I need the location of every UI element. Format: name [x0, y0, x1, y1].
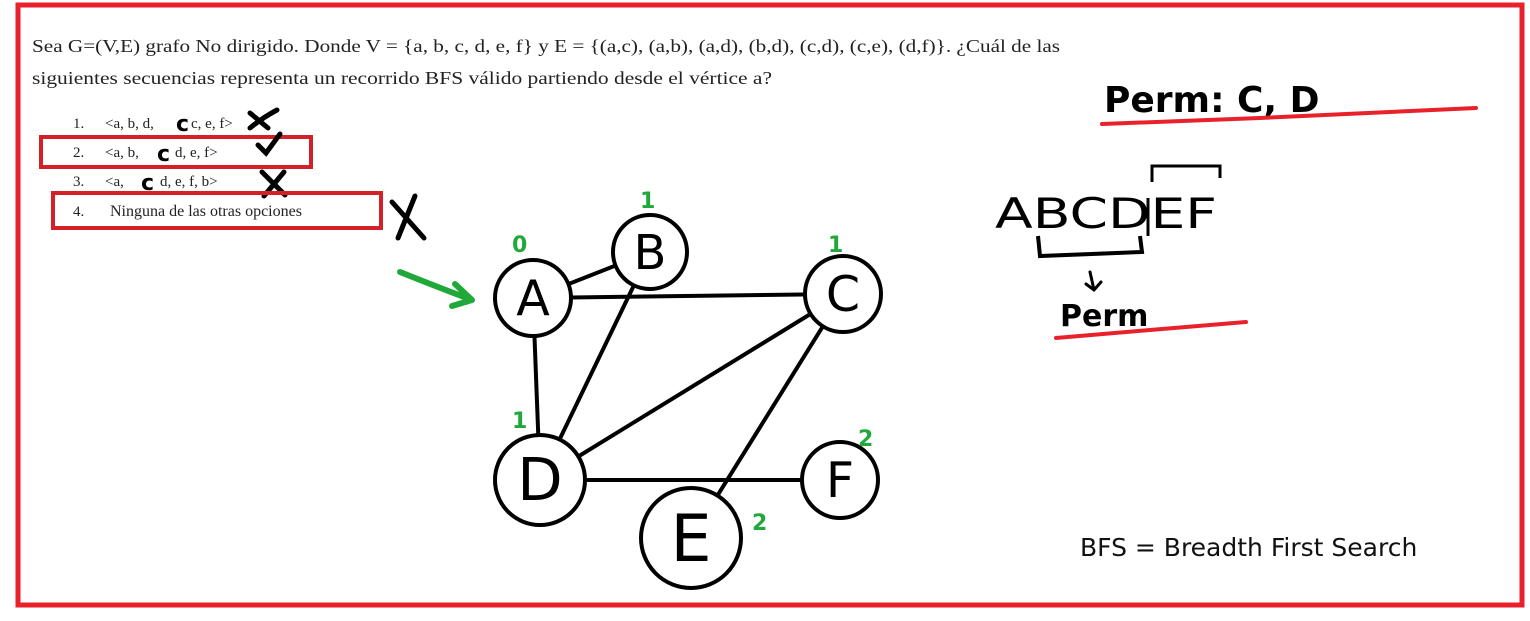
node-label: C [826, 266, 860, 323]
option-text: <a, [105, 174, 124, 190]
question-line-2: siguientes secuencias representa un reco… [32, 68, 772, 88]
node-label: F [826, 452, 854, 509]
outer-frame [15, 2, 1525, 608]
check-mark-icon [255, 131, 283, 157]
option-3: 3. <a, c d, e, f, b> [73, 169, 288, 199]
node-circle [493, 433, 587, 527]
option-2-highlight [39, 135, 313, 169]
bfs-level-label: 2 [752, 511, 767, 536]
ef-bracket [1150, 164, 1222, 182]
perm-top-underline [1100, 106, 1478, 126]
bfs-level-label: 1 [640, 189, 655, 214]
node-circle [800, 440, 880, 520]
bc-underline-bracket [1036, 235, 1145, 259]
perm-top-note: Perm: C, D [1104, 80, 1320, 121]
option-text: <a, b, d, [105, 116, 154, 132]
node-f: F2 [800, 427, 880, 520]
bfs-level-label: 2 [858, 427, 873, 452]
wrong-mark-icon [247, 107, 280, 131]
node-label: A [516, 270, 550, 327]
handwritten-c: c [176, 112, 189, 137]
node-d: D1 [493, 409, 587, 527]
edge-c-d [538, 292, 845, 482]
edge-a-c [532, 292, 844, 300]
perm-bottom-note: Perm [1060, 299, 1148, 334]
option-text: <a, b, [105, 145, 139, 161]
down-arrow-icon [1084, 270, 1103, 293]
bfs-definition: BFS = Breadth First Search [1080, 533, 1417, 562]
node-circle [803, 254, 883, 334]
wrong-mark-icon [389, 193, 427, 241]
option-text-rest: d, e, f, b> [160, 174, 218, 190]
bfs-sequence: ABCDEF [995, 189, 1217, 238]
node-b: B1 [611, 189, 689, 291]
option-number: 4. [73, 204, 84, 220]
option-1: 1. <a, b, d, c c, e, f> [73, 107, 280, 137]
option-number: 2. [73, 145, 84, 161]
option-4: 4. Ninguna de las otras opciones [73, 193, 427, 241]
node-label: B [634, 225, 667, 281]
option-text-rest: c, e, f> [191, 116, 233, 132]
node-circle [493, 258, 573, 338]
bfs-level-label: 0 [512, 233, 527, 258]
handwritten-c: c [141, 171, 154, 196]
option-2: 2. <a, b, c d, e, f> [73, 131, 283, 167]
question-line-1: Sea G=(V,E) grafo No dirigido. Donde V =… [32, 36, 1060, 56]
bfs-level-label: 1 [512, 409, 527, 434]
bfs-level-label: 1 [828, 233, 843, 258]
option-number: 3. [73, 174, 84, 190]
node-a: A0 [493, 233, 573, 338]
option-text: Ninguna de las otras opciones [110, 203, 302, 220]
start-arrow-icon [397, 269, 475, 309]
node-label: D [517, 445, 562, 514]
node-circle [611, 213, 689, 291]
node-c: C1 [803, 233, 883, 334]
option-4-highlight [51, 191, 383, 230]
node-label: E [670, 502, 711, 577]
option-number: 1. [73, 116, 84, 132]
perm-bottom-underline [1054, 320, 1248, 340]
handwritten-c: c [157, 142, 170, 167]
option-text-rest: d, e, f> [175, 145, 218, 161]
node-circle [639, 486, 743, 590]
